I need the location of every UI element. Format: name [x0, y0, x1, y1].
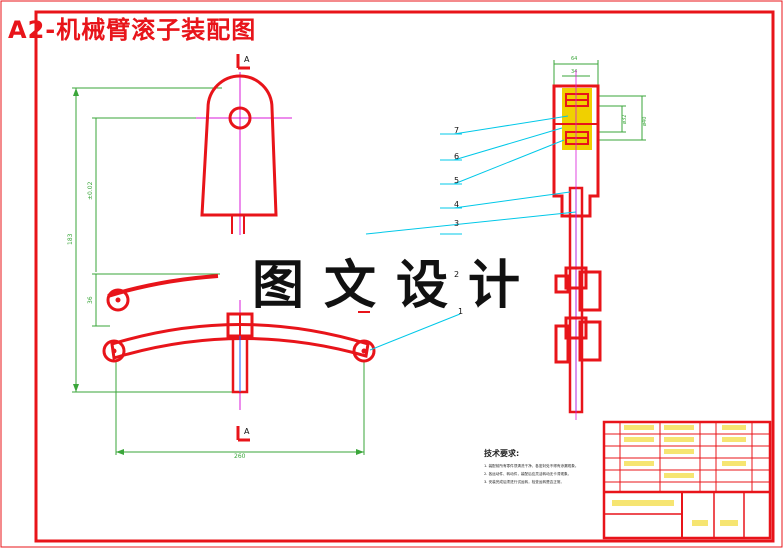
watermark-text: 图文设计 [252, 256, 541, 316]
side-lower-clamp [564, 316, 588, 340]
inner-frame [34, 10, 775, 543]
tech-requirements-heading: 技术要求: [484, 449, 520, 458]
lower-arm-roller-left-pin [111, 348, 117, 354]
side-top-width-label: 64 [571, 56, 577, 62]
side-right-dimensions [598, 95, 646, 141]
clevis-bracket [200, 74, 278, 217]
side-bearing-dia-label: ø32 [622, 115, 628, 124]
side-housing [552, 84, 600, 218]
section-letter-top: A [244, 55, 250, 64]
upper-arm-roller-pin [115, 297, 121, 303]
title-block-fill [612, 425, 746, 526]
part-number-4: 4 [454, 200, 459, 209]
lower-arm-roller-right-pin [361, 348, 367, 354]
tech-requirements: 技术要求: 1. 装配前所有零件须清洗干净，各密封处不得有渗漏现象。 2. 各运… [484, 448, 604, 486]
upper-arm [107, 274, 219, 298]
lower-arm-roller-right [352, 339, 376, 363]
clevis-pin-hole [228, 106, 252, 130]
section-mark-top [236, 54, 250, 70]
front-sub-height-label: ±0.02 [87, 181, 94, 200]
side-inner-width-label: 34 [571, 69, 577, 75]
part-number-1: 1 [458, 307, 463, 316]
side-view: 64 34 ø40 ø32 [365, 56, 648, 420]
side-upper-tab [554, 274, 570, 294]
upper-arm-roller [106, 288, 130, 312]
tech-requirement-1: 1. 装配前所有零件须清洗干净，各密封处不得有渗漏现象。 [484, 464, 579, 468]
side-lower-tab [554, 324, 570, 364]
front-view: 183 ±0.02 36 260 A A [67, 54, 376, 460]
side-upper-clamp [564, 266, 588, 290]
part-number-2: 2 [454, 270, 459, 279]
front-dimensions [72, 87, 365, 455]
section-letter-bottom: A [244, 427, 250, 436]
tech-requirement-2: 2. 各运动件、转动件，装配后应灵活转动无卡滞现象。 [484, 472, 572, 476]
front-low-label: 36 [87, 296, 94, 304]
side-lower-plate [578, 320, 602, 362]
roller-bearing-marks [565, 93, 589, 145]
side-roller-dia-label: ø40 [642, 117, 648, 126]
lower-arm [110, 323, 370, 360]
front-centerlines [196, 72, 292, 410]
side-upper-plate [578, 270, 602, 312]
section-mark-bottom [236, 426, 250, 442]
bracket-stem [231, 215, 245, 234]
front-width-label: 260 [234, 453, 246, 460]
part-number-3: 3 [454, 219, 459, 228]
title-block [602, 420, 772, 540]
lower-arm-roller-left [102, 339, 126, 363]
part-leaders [365, 115, 577, 351]
part-number-5: 5 [454, 176, 459, 185]
front-height-label: 183 [67, 233, 74, 245]
part-numbers: 7 6 5 4 3 2 1 [454, 126, 463, 316]
part-number-6: 6 [454, 152, 459, 161]
part-number-7: 7 [454, 126, 459, 135]
drawing-title: A2-机械臂滚子装配图 [8, 16, 257, 44]
tech-requirement-3: 3. 安装完成后须进行试运转，检查运转是否正常。 [484, 480, 565, 484]
